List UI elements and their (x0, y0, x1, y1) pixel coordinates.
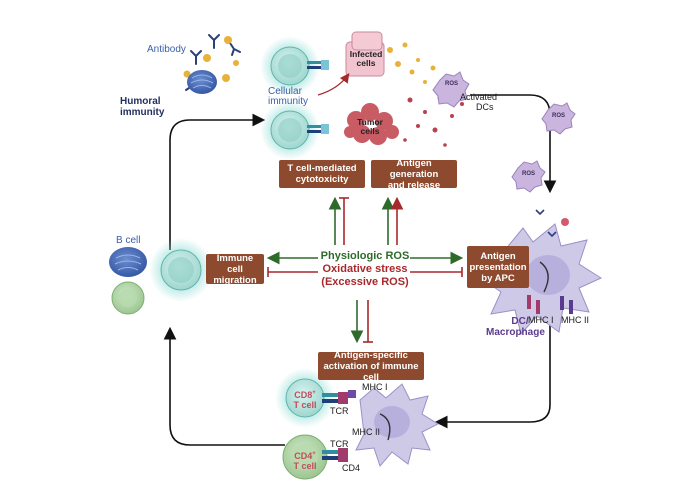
cd8-label-1: CD8 (294, 390, 313, 400)
cd4-label: CD4+ T cell (289, 449, 321, 471)
ros-label-1: ROS (445, 81, 459, 87)
dc-label-1: DC/ (511, 316, 529, 327)
cd4-marker-label: CD4 (342, 463, 361, 473)
cd4-tcell-graphic (282, 434, 348, 480)
antigen-particles (183, 36, 239, 82)
center-ros-text: Physiologic ROS Oxidative stress (Excess… (290, 250, 440, 289)
small-antigens-right (535, 209, 569, 238)
cd8-tcell-graphic (275, 368, 356, 428)
box-tcell-cytotoxicity-line2: cytotoxicity (295, 174, 349, 185)
ros-blob-1 (432, 71, 470, 108)
dc-label-2: Macrophage (486, 327, 545, 338)
migrating-tcell (149, 238, 213, 302)
box-tcell-cytotoxicity-line1: T cell-mediated (287, 163, 357, 174)
mhc-i-right-label: MHC I (528, 315, 554, 325)
box-antigen-presentation-line3: by APC (481, 272, 515, 284)
box-antigen-generation-line2: and release (387, 179, 441, 191)
cd8-label: CD8+ T cell (289, 388, 321, 410)
tumor-label: Tumor cells (350, 118, 390, 136)
ros-label-3: ROS (522, 171, 536, 177)
tcell-top (260, 36, 329, 96)
ros-blob-2 (541, 102, 576, 135)
box-antigen-generation-line1: Antigen generation (389, 157, 439, 180)
yellow-particles (409, 58, 436, 84)
mhc-i-bottom-label: MHC I (362, 382, 388, 392)
oxidative-stress-label: Oxidative stress (322, 263, 408, 275)
cd4-label-2: T cell (293, 461, 317, 471)
mhc-ii-right-label: MHC II (561, 315, 589, 325)
activated-label-2: DCs (476, 102, 494, 112)
cellular-label-1: Cellular (268, 86, 302, 97)
humoral-label-1: Humoral (120, 96, 161, 107)
infected-label: Infected cells (346, 50, 386, 68)
box-immune-migration: Immune cell migration (206, 252, 264, 286)
box-antigen-presentation-line2: presentation (469, 261, 527, 273)
box-immune-migration-line2: migration (213, 274, 257, 286)
box-antigen-presentation: Antigen presentation by APC (467, 246, 529, 288)
infected-label-2: cells (356, 58, 376, 68)
center-arrows (266, 196, 464, 344)
cycle-right-bottom (434, 320, 551, 429)
mhc-ii-bottom-label: MHC II (352, 427, 380, 437)
tumor-label-1: Tumor (357, 117, 383, 127)
box-antigen-presentation-line1: Antigen (480, 250, 516, 262)
box-immune-migration-line1: Immune cell (216, 252, 254, 275)
box-antigen-specific-line1: Antigen-specific (334, 349, 408, 361)
humoral-label-2: immunity (120, 107, 165, 118)
infected-label-1: Infected (349, 49, 383, 59)
tcell-middle (260, 100, 329, 160)
antibody-cluster (183, 34, 241, 94)
cd4-sup: + (312, 451, 316, 457)
ros-label-2: ROS (552, 113, 566, 119)
cellular-label-2: immunity (268, 96, 309, 107)
cd8-sup: + (312, 390, 316, 396)
box-tcell-cytotoxicity: T cell-mediated cytotoxicity (279, 160, 365, 188)
box-antigen-generation: Antigen generation and release (371, 157, 457, 191)
box-antigen-specific: Antigen-specific activation of immune ce… (318, 349, 424, 383)
tumor-cells-graphic (344, 103, 399, 145)
antibody-label: Antibody (147, 44, 186, 55)
plasma-cell (187, 70, 217, 94)
cycle-left-bottom (163, 326, 285, 446)
tcr-bottom-label: TCR (330, 439, 349, 449)
cd4-label-1: CD4 (294, 451, 313, 461)
physiologic-ros-label: Physiologic ROS (320, 250, 410, 262)
excessive-ros-label: (Excessive ROS) (321, 276, 409, 288)
box-antigen-specific-line2: activation of immune cell (323, 360, 419, 383)
b-cell-graphic (109, 247, 147, 315)
ros-blob-3 (511, 160, 546, 193)
infected-cells-graphic (317, 31, 408, 96)
apc-bottom-graphic (355, 383, 440, 467)
activated-label-1: Activated (460, 92, 498, 102)
tcr-top-label: TCR (330, 406, 349, 416)
cycle-top (169, 113, 266, 250)
cd8-label-2: T cell (293, 400, 317, 410)
b-cell-label: B cell (116, 235, 141, 246)
tumor-label-2: cells (360, 126, 380, 136)
